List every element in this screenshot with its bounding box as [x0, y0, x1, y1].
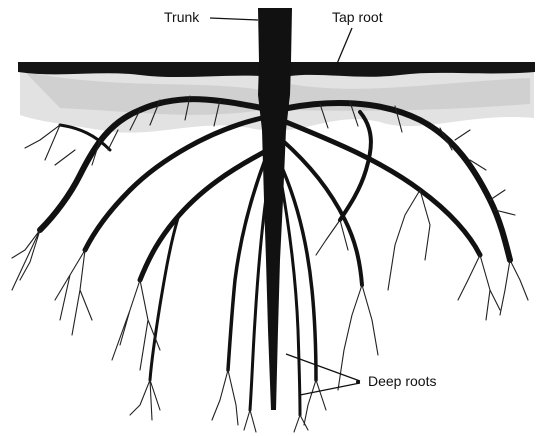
leader-trunk: [210, 18, 258, 20]
leader-tap-root: [336, 28, 352, 66]
leader-deep-roots-lower: [300, 383, 360, 395]
leader-deep-roots-dot: [356, 380, 360, 384]
label-deep-roots-group: Deep roots: [286, 354, 436, 395]
label-deep-roots: Deep roots: [368, 373, 436, 389]
label-tap-root-group: Tap root: [332, 9, 383, 66]
leader-deep-roots-upper: [286, 354, 360, 381]
label-tap-root: Tap root: [332, 9, 383, 25]
label-trunk: Trunk: [164, 9, 200, 25]
trunk: [258, 8, 292, 62]
label-trunk-group: Trunk: [164, 9, 258, 25]
